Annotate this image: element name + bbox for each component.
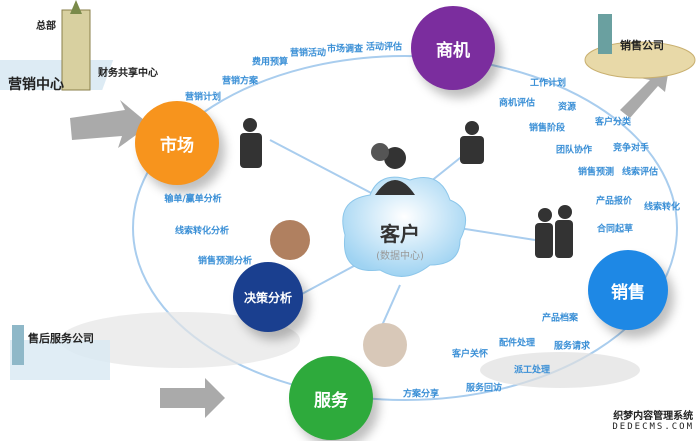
market-label: 市场调查 <box>326 44 364 55</box>
building-icon <box>61 9 91 91</box>
opportunity-label: 产品报价 <box>595 196 633 207</box>
watermark-line2: DEDECMS.COM <box>612 422 694 432</box>
center-title: 客户 <box>380 222 420 246</box>
building-icon <box>12 325 24 365</box>
service-label: 派工处理 <box>513 365 551 376</box>
service-label: 配件处理 <box>498 338 536 349</box>
arrow-icon <box>160 378 225 418</box>
opportunity-label: 客户分类 <box>594 117 632 128</box>
service-label: 方案分享 <box>402 389 440 400</box>
market-label: 费用预算 <box>251 57 289 68</box>
market-label: 活动评估 <box>365 42 403 53</box>
marketing-center-label: 营销中心 <box>8 77 64 93</box>
node-decision[interactable]: 决策分析 <box>233 262 303 332</box>
service-label: 客户关怀 <box>451 349 489 360</box>
after-sales-label: 售后服务公司 <box>28 332 94 345</box>
sales-company-label: 销售公司 <box>620 39 664 52</box>
service-label: 产品档案 <box>541 313 579 324</box>
node-service[interactable]: 服务 <box>289 356 373 440</box>
market-label: 营销计划 <box>184 92 222 103</box>
opportunity-label: 资源 <box>557 102 577 113</box>
cloud-shape <box>342 176 467 277</box>
person-icon <box>240 118 573 258</box>
decision-label: 线索转化分析 <box>174 226 230 237</box>
node-market[interactable]: 市场 <box>135 101 219 185</box>
meeting-photo <box>270 220 310 260</box>
finance-center-label: 财务共享中心 <box>98 68 158 79</box>
watermark-line1: 织梦内容管理系统 <box>613 411 694 422</box>
center-subtitle: (数据中心) <box>376 251 424 262</box>
opportunity-label: 竞争对手 <box>612 143 650 154</box>
opportunity-label: 销售阶段 <box>528 123 566 134</box>
watermark: 织梦内容管理系统 DEDECMS.COM <box>612 411 694 433</box>
opportunity-label: 合同起草 <box>596 224 634 235</box>
service-photo <box>363 323 407 367</box>
market-label: 营销活动 <box>289 48 327 59</box>
service-label: 服务请求 <box>553 341 591 352</box>
opportunity-label: 工作计划 <box>529 78 567 89</box>
opportunity-label: 线索评估 <box>621 167 659 178</box>
decision-label: 输单/赢单分析 <box>164 194 222 205</box>
node-opportunity[interactable]: 商机 <box>411 6 495 90</box>
node-sales[interactable]: 销售 <box>588 250 668 330</box>
arrow-icon <box>70 100 150 148</box>
decision-label: 销售预测分析 <box>197 256 253 267</box>
opportunity-label: 线索转化 <box>643 202 681 213</box>
orbit-ellipse <box>132 55 678 401</box>
service-label: 服务回访 <box>465 383 503 394</box>
hq-label: 总部 <box>36 21 56 32</box>
building-icon <box>598 14 612 54</box>
market-label: 营销方案 <box>221 76 259 87</box>
opportunity-label: 销售预测 <box>577 167 615 178</box>
opportunity-label: 商机评估 <box>498 98 536 109</box>
opportunity-label: 团队协作 <box>555 145 593 156</box>
